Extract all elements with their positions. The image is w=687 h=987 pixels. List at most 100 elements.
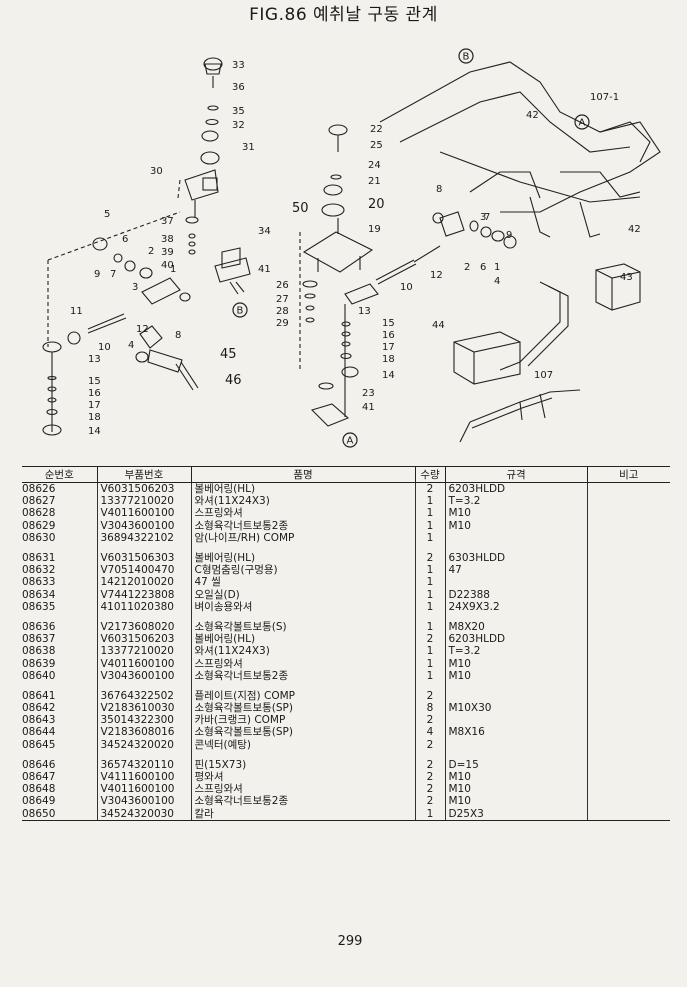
cell-spec: 47 [444, 564, 587, 577]
cell-spec: D22388 [444, 588, 587, 601]
callout-number: 16 [88, 388, 101, 399]
view-marker-circle [232, 302, 248, 318]
cell-remarks [586, 758, 670, 771]
cell-part-no: 08650 [22, 807, 97, 821]
cell-part-number: 14212010020 [96, 576, 191, 589]
page-number: 299 [337, 934, 363, 949]
callout-number: 15 [382, 318, 395, 329]
cell-remarks [586, 689, 670, 702]
callout-number: 2 [148, 246, 154, 257]
cell-part-name: 암(나이프/RH) COMP [190, 531, 415, 544]
cell-spec [444, 576, 587, 589]
cell-quantity: 1 [414, 620, 445, 634]
cell-quantity: 2 [414, 783, 445, 796]
cell-part-number: V3043600100 [96, 795, 191, 808]
cell-spec: 6203HLDD [444, 482, 587, 496]
cell-spec: 6303HLDD [444, 551, 587, 565]
view-marker-circle [342, 432, 358, 448]
view-marker-circle [574, 114, 590, 130]
cell-part-number: V6031506303 [96, 551, 191, 565]
callout-number: 20 [368, 197, 385, 212]
cell-part-number: 36894322102 [96, 531, 191, 544]
cell-quantity: 1 [414, 564, 445, 577]
callout-number: 22 [370, 124, 383, 135]
callout-number: 42 [526, 110, 539, 121]
cell-part-name: 소형육각너트보통2종 [190, 519, 415, 532]
cell-quantity: 1 [414, 588, 445, 601]
cell-remarks [586, 795, 670, 808]
callout-number: 14 [382, 370, 395, 381]
cell-part-name: 스프링와셔 [190, 783, 415, 796]
spacer-cell [444, 612, 587, 621]
cell-quantity: 2 [414, 482, 445, 496]
callout-number: 2 [464, 262, 470, 273]
callout-number: 18 [382, 354, 395, 365]
cell-quantity: 4 [414, 726, 445, 739]
view-marker-circle [458, 48, 474, 64]
cell-spec: M8X20 [444, 620, 587, 634]
spacer-cell [22, 613, 97, 621]
callout-number: 13 [358, 306, 371, 317]
cell-part-name: 카바(크랭크) COMP [190, 714, 415, 727]
spacer-cell [444, 750, 587, 759]
spacer-cell [96, 750, 191, 759]
callout-number: 6 [480, 262, 486, 273]
callout-number: 19 [368, 224, 381, 235]
cell-part-no: 08635 [22, 600, 56, 613]
callout-number: 10 [400, 282, 413, 293]
callout-number: 50 [292, 201, 309, 216]
callout-number: 11 [70, 306, 83, 317]
spacer-cell [586, 612, 670, 621]
cell-part-no: 08641 [22, 689, 56, 702]
cell-quantity: 1 [414, 645, 445, 658]
callout-number: 18 [88, 412, 101, 423]
callout-number: 7 [110, 269, 116, 280]
cell-remarks [586, 738, 670, 751]
cell-part-no: 08644 [22, 726, 56, 739]
cell-spec: M10X30 [444, 702, 587, 715]
cell-quantity: 1 [414, 657, 445, 670]
col-header-part-number: 부품번호 [96, 466, 191, 483]
callout-number: 41 [362, 402, 375, 413]
cell-part-name: 소형육각너트보통2종 [190, 795, 415, 808]
cell-remarks [586, 807, 670, 821]
cell-part-no: 08632 [22, 564, 56, 577]
callout-number: 1 [494, 262, 500, 273]
cell-remarks [586, 551, 670, 565]
cell-remarks [586, 507, 670, 520]
callout-number: 25 [370, 140, 383, 151]
cell-part-name: 스프링와셔 [190, 657, 415, 670]
spacer-cell [22, 682, 97, 690]
cell-part-name: 핀(15X73) [190, 758, 415, 771]
callout-number: 43 [620, 272, 633, 283]
callout-number: 9 [506, 230, 512, 241]
cell-quantity: 2 [414, 551, 445, 565]
cell-spec [444, 714, 587, 727]
cell-part-number: 36764322502 [96, 689, 191, 702]
callout-number: 38 [161, 234, 174, 245]
cell-quantity: 2 [414, 758, 445, 771]
callout-number: 29 [276, 318, 289, 329]
cell-part-name: 와셔(11X24X3) [190, 645, 415, 658]
callout-number: 27 [276, 294, 289, 305]
cell-spec: D25X3 [444, 807, 587, 821]
cell-spec: M10 [444, 795, 587, 808]
cell-part-number: V3043600100 [96, 519, 191, 532]
callout-number: 5 [104, 209, 110, 220]
cell-remarks [586, 770, 670, 784]
cell-part-no: 08643 [22, 714, 56, 727]
spacer-cell [190, 681, 415, 690]
cell-part-number: 13377210020 [96, 645, 191, 658]
